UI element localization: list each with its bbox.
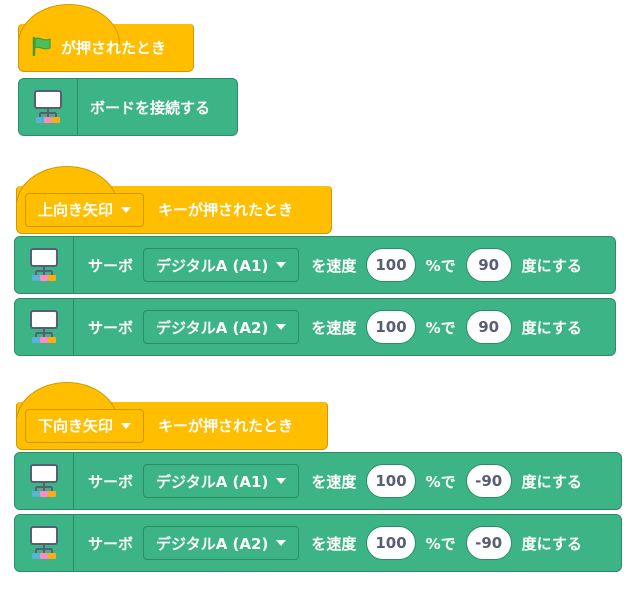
board-extension-icon xyxy=(15,453,74,509)
board-extension-icon xyxy=(15,299,74,355)
servo-block[interactable]: サーボ デジタルA (A2) を速度 100 %で 90 度にする xyxy=(14,298,616,356)
board-extension-icon xyxy=(19,79,78,135)
port-value: デジタルA (A1) xyxy=(156,472,269,491)
servo-label: サーボ xyxy=(88,256,134,275)
hat-label: キーが押されたとき xyxy=(158,417,294,435)
servo-label: サーボ xyxy=(88,318,134,337)
green-flag-icon xyxy=(31,36,53,60)
port-dropdown[interactable]: デジタルA (A1) xyxy=(143,464,300,498)
connect-board-label: ボードを接続する xyxy=(90,98,211,117)
speed-input[interactable]: 100 xyxy=(366,464,416,498)
percent-label: %で xyxy=(425,256,456,275)
speed-input[interactable]: 100 xyxy=(366,248,416,282)
key-select-dropdown[interactable]: 下向き矢印 xyxy=(25,408,145,443)
chevron-down-icon xyxy=(276,540,287,546)
speed-label: を速度 xyxy=(311,318,357,337)
hat-label: キーが押されたとき xyxy=(158,201,294,219)
chevron-down-icon xyxy=(276,478,287,484)
degree-label: 度にする xyxy=(521,256,582,275)
degree-label: 度にする xyxy=(521,318,582,337)
degree-label: 度にする xyxy=(521,472,582,491)
port-value: デジタルA (A2) xyxy=(156,534,269,553)
port-value: デジタルA (A1) xyxy=(156,256,269,275)
speed-label: を速度 xyxy=(311,472,357,491)
when-key-pressed-block-down[interactable]: 下向き矢印 キーが押されたとき xyxy=(16,382,328,450)
port-dropdown[interactable]: デジタルA (A2) xyxy=(143,310,300,344)
when-key-pressed-block-up[interactable]: 上向き矢印 キーが押されたとき xyxy=(16,166,332,234)
chevron-down-icon xyxy=(276,262,287,268)
when-flag-clicked-block[interactable]: が押されたとき xyxy=(18,4,194,72)
connect-board-block[interactable]: ボードを接続する xyxy=(18,78,238,136)
hat-label: が押されたとき xyxy=(61,39,167,57)
port-dropdown[interactable]: デジタルA (A1) xyxy=(143,248,300,282)
percent-label: %で xyxy=(425,318,456,337)
angle-input[interactable]: -90 xyxy=(465,526,512,560)
port-value: デジタルA (A2) xyxy=(156,318,269,337)
board-extension-icon xyxy=(15,237,74,293)
angle-input[interactable]: 90 xyxy=(465,248,512,282)
speed-input[interactable]: 100 xyxy=(366,526,416,560)
port-dropdown[interactable]: デジタルA (A2) xyxy=(143,526,300,560)
servo-block[interactable]: サーボ デジタルA (A1) を速度 100 %で 90 度にする xyxy=(14,236,616,294)
key-select-dropdown[interactable]: 上向き矢印 xyxy=(25,192,145,227)
speed-label: を速度 xyxy=(311,534,357,553)
key-select-value: 上向き矢印 xyxy=(38,201,114,219)
degree-label: 度にする xyxy=(521,534,582,553)
board-extension-icon xyxy=(15,515,74,571)
chevron-down-icon xyxy=(121,422,132,429)
percent-label: %で xyxy=(425,472,456,491)
servo-label: サーボ xyxy=(88,472,134,491)
servo-label: サーボ xyxy=(88,534,134,553)
servo-block[interactable]: サーボ デジタルA (A2) を速度 100 %で -90 度にする xyxy=(14,514,622,572)
angle-input[interactable]: 90 xyxy=(465,310,512,344)
chevron-down-icon xyxy=(121,206,132,213)
angle-input[interactable]: -90 xyxy=(465,464,512,498)
speed-input[interactable]: 100 xyxy=(366,310,416,344)
percent-label: %で xyxy=(425,534,456,553)
key-select-value: 下向き矢印 xyxy=(38,417,114,435)
chevron-down-icon xyxy=(276,324,287,330)
servo-block[interactable]: サーボ デジタルA (A1) を速度 100 %で -90 度にする xyxy=(14,452,622,510)
speed-label: を速度 xyxy=(311,256,357,275)
